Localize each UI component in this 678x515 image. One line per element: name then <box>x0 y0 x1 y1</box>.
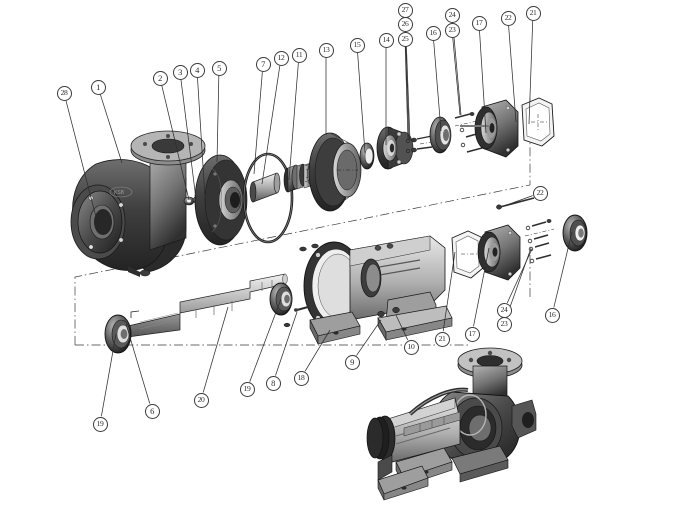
callout-17[interactable]: 17 <box>464 326 480 342</box>
seal-ring-15-part <box>359 142 375 170</box>
bearing-housing-part <box>376 126 414 170</box>
callout-16[interactable]: 16 <box>425 25 441 41</box>
callout-2[interactable]: 2 <box>152 70 168 86</box>
bolt-washer-group-a <box>405 135 439 154</box>
bearing-16b-part <box>562 214 588 252</box>
callout-1[interactable]: 1 <box>90 79 106 95</box>
callout-22[interactable]: 22 <box>532 185 548 201</box>
key-pin-18-part <box>294 306 309 312</box>
bearing-19a-part <box>104 314 132 354</box>
callout-21[interactable]: 21 <box>525 5 541 21</box>
callout-17[interactable]: 17 <box>471 15 487 31</box>
callout-25[interactable]: 25 <box>397 31 413 47</box>
callout-18[interactable]: 18 <box>293 370 309 386</box>
callout-24[interactable]: 24 <box>444 7 460 23</box>
bearing-cover-17-part <box>460 99 519 158</box>
callout-23[interactable]: 23 <box>496 316 512 332</box>
callout-10[interactable]: 10 <box>403 339 419 355</box>
callout-9[interactable]: 9 <box>344 354 360 370</box>
callout-3[interactable]: 3 <box>172 64 188 80</box>
callout-23[interactable]: 23 <box>444 22 460 38</box>
callout-24[interactable]: 24 <box>496 302 512 318</box>
callout-21[interactable]: 21 <box>434 331 450 347</box>
callout-19[interactable]: 19 <box>239 381 255 397</box>
callout-28[interactable]: 28 <box>56 85 72 101</box>
pump-casing-part: KSB <box>70 130 206 277</box>
bolt-washer-group-c <box>524 219 555 264</box>
callout-14[interactable]: 14 <box>378 32 394 48</box>
gasket-plate-21-part <box>521 97 555 147</box>
shaft-sleeve-part <box>249 172 281 203</box>
svg-text:KSB: KSB <box>114 190 125 196</box>
callout-20[interactable]: 20 <box>193 392 209 408</box>
callout-22[interactable]: 22 <box>500 10 516 26</box>
long-bolt-22-part <box>496 197 535 210</box>
bearing-cover-17b-part <box>477 224 521 281</box>
bearing-bracket-part <box>303 235 453 345</box>
callout-12[interactable]: 12 <box>273 50 289 66</box>
bearing-19b-part <box>269 282 293 316</box>
impeller-part <box>194 154 248 246</box>
callout-11[interactable]: 11 <box>291 47 307 63</box>
pump-shaft-part <box>124 273 288 339</box>
callout-8[interactable]: 8 <box>265 375 281 391</box>
callout-27[interactable]: 27 <box>397 2 413 18</box>
callout-4[interactable]: 4 <box>189 62 205 78</box>
callout-5[interactable]: 5 <box>211 60 227 76</box>
callout-15[interactable]: 15 <box>349 37 365 53</box>
callout-26[interactable]: 26 <box>397 16 413 32</box>
callout-7[interactable]: 7 <box>255 56 271 72</box>
seal-housing-part <box>308 132 362 212</box>
callout-16[interactable]: 16 <box>544 307 560 323</box>
bearing-16-part <box>429 116 452 154</box>
assembled-pump-illustration <box>366 347 537 501</box>
callout-19[interactable]: 19 <box>92 416 108 432</box>
callout-6[interactable]: 6 <box>144 403 160 419</box>
callout-13[interactable]: 13 <box>318 42 334 58</box>
